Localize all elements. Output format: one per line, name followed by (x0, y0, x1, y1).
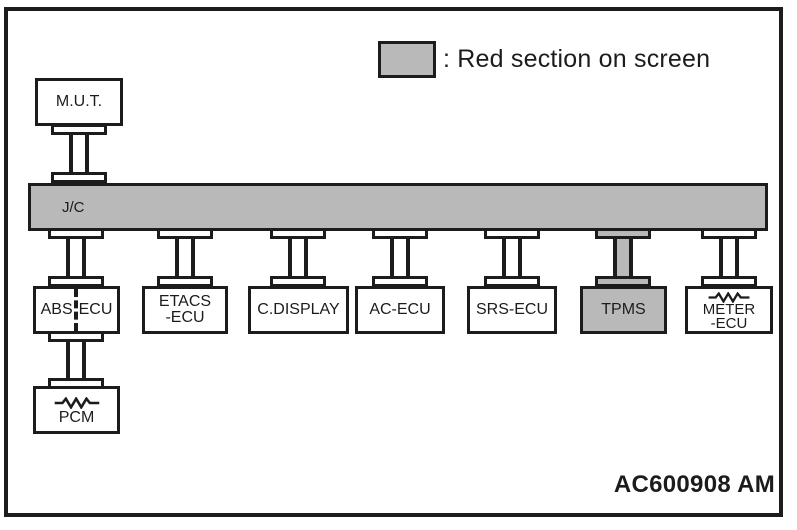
connector-column (502, 236, 522, 280)
connector-stub (270, 276, 326, 287)
connector-column (390, 236, 410, 280)
legend-swatch-icon (378, 41, 436, 78)
connector-column (719, 236, 739, 280)
ecu-label: AC-ECU (369, 301, 431, 318)
junction-label: J/C (62, 198, 85, 216)
resistor-icon (708, 291, 750, 303)
ecu-label: ETACS (158, 292, 212, 310)
dashed-divider (73, 289, 78, 331)
junction-bar: J/C (28, 183, 768, 231)
mut-box: M.U.T. (35, 78, 123, 126)
ecu-box-srs-ecu: SRS-ECU (467, 286, 557, 334)
ecu-label: -ECU (710, 314, 748, 332)
connector-stub (157, 276, 213, 287)
connector-column (66, 339, 86, 382)
ecu-box-tpms: TPMS (580, 286, 667, 334)
ecu-box-c-display: C.DISPLAY (248, 286, 349, 334)
ecu-label: C.DISPLAY (257, 301, 340, 318)
connector-column (288, 236, 308, 280)
ecu-label-left: ABS (40, 301, 73, 318)
ecu-box-etacs-ecu: ETACS -ECU (142, 286, 228, 334)
ecu-label: METER (702, 300, 756, 318)
connector-column (613, 236, 633, 280)
connector-column (66, 236, 86, 280)
connector-column (69, 132, 89, 176)
outer-frame (4, 7, 783, 517)
connector-stub (484, 276, 540, 287)
resistor-icon (54, 396, 99, 409)
ecu-label: SRS-ECU (475, 301, 548, 318)
ecu-label-right: ECU (78, 301, 113, 318)
ecu-box-meter-ecu: METER -ECU (685, 286, 773, 334)
connector-stub (701, 276, 757, 287)
ecu-box-abs-ecu: ABS ECU (33, 286, 120, 334)
legend: : Red section on screen (378, 41, 710, 78)
legend-text: : Red section on screen (443, 45, 711, 73)
figure-code: AC600908 AM (613, 471, 775, 498)
ecu-box-ac-ecu: AC-ECU (355, 286, 445, 334)
pcm-box: PCM (33, 386, 120, 434)
ecu-label: -ECU (165, 309, 205, 326)
connector-stub (372, 276, 428, 287)
connector-stub (595, 276, 651, 287)
connector-stub (51, 172, 107, 183)
pcm-label: PCM (58, 408, 95, 426)
mut-label: M.U.T. (55, 93, 103, 110)
ecu-label: TPMS (601, 301, 646, 318)
connector-column (175, 236, 195, 280)
connector-stub (48, 276, 104, 287)
